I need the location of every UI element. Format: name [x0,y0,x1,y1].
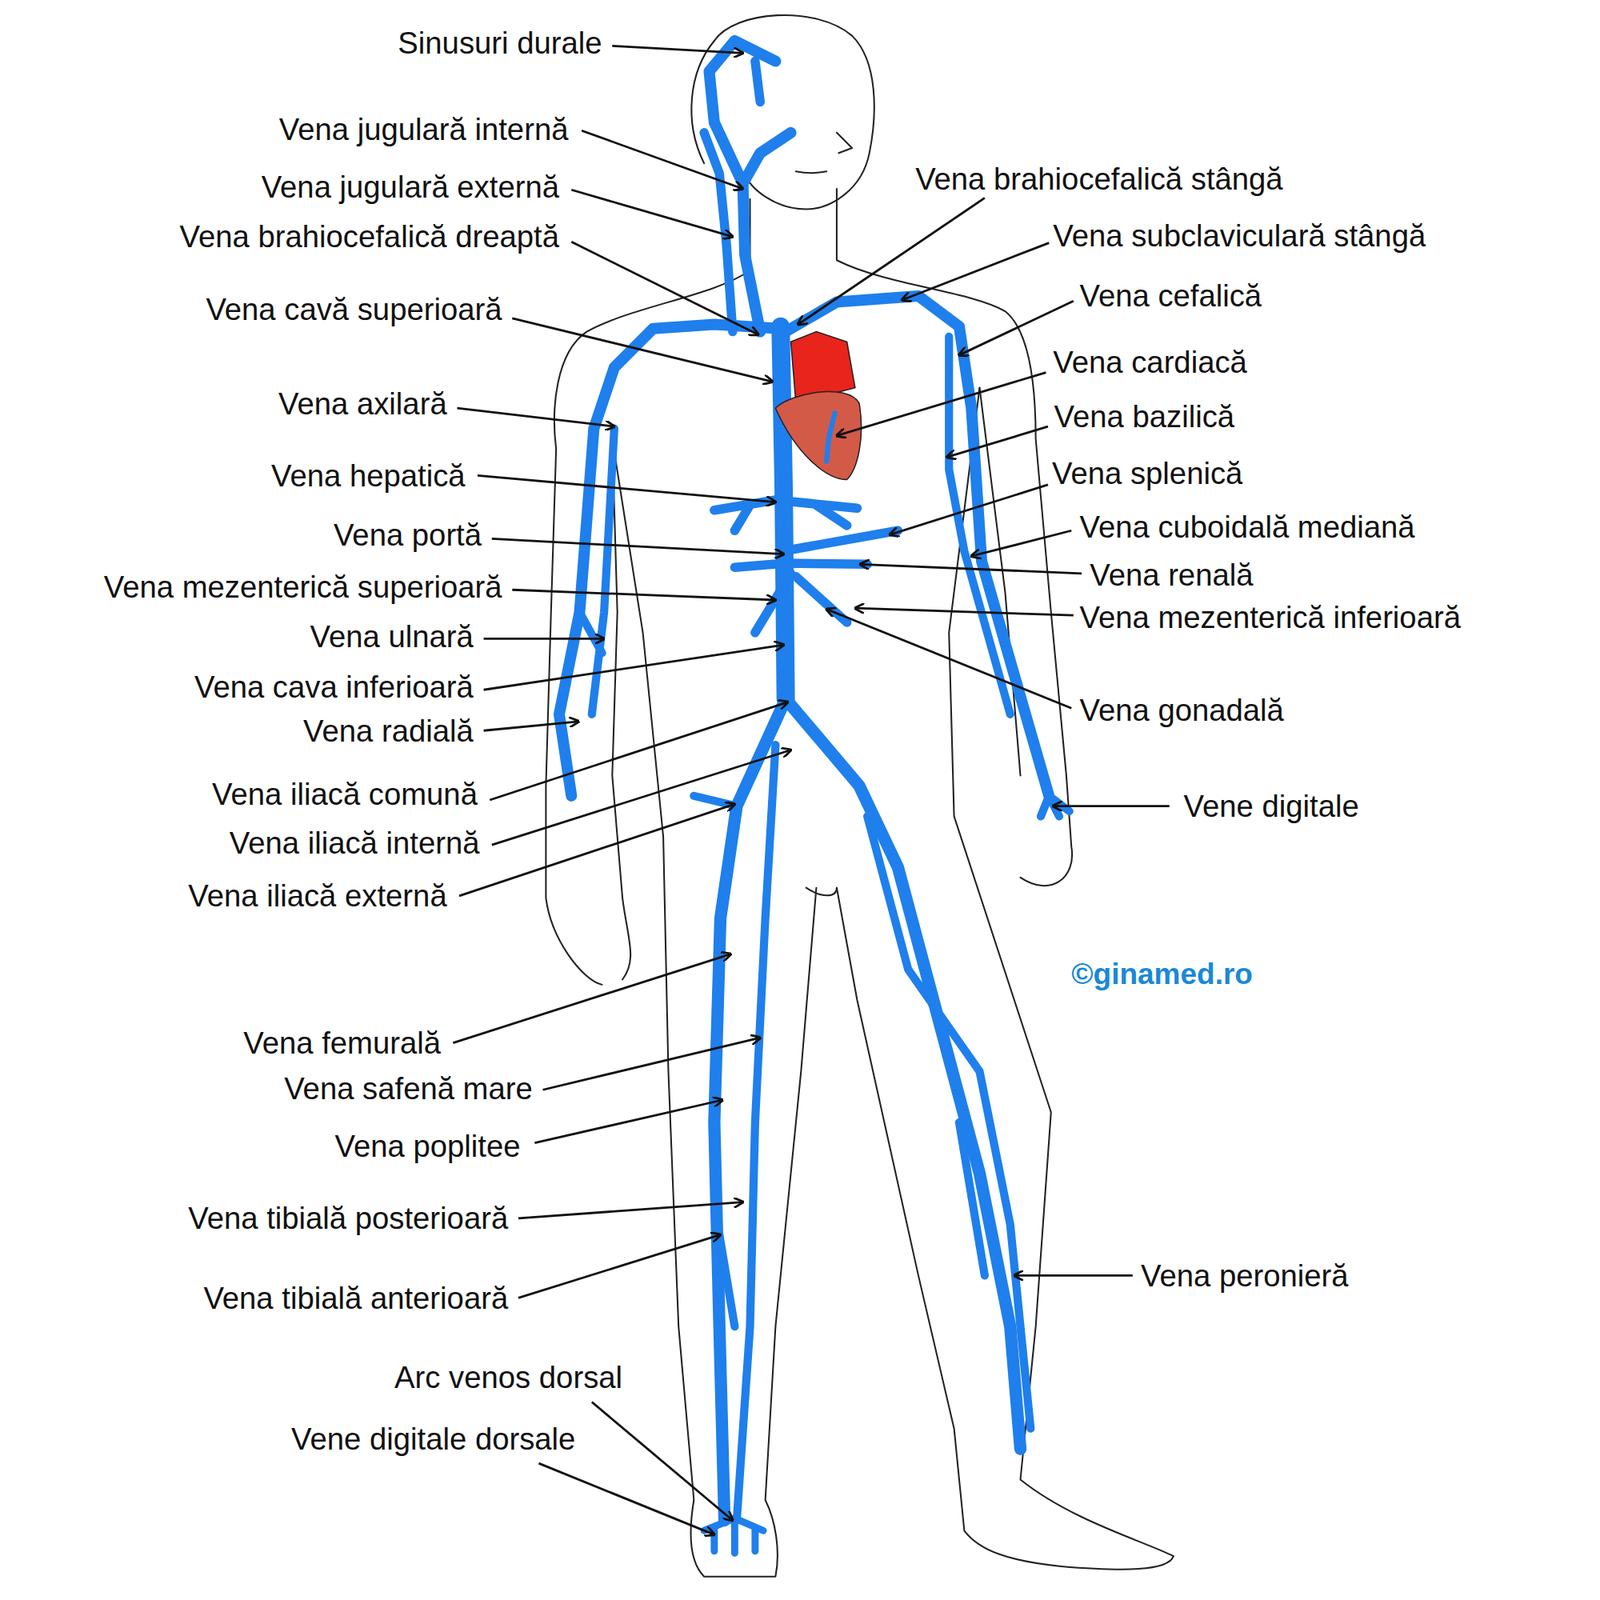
vein-label: Vena radială [303,713,474,748]
vein-label: Vena tibială anterioară [203,1280,508,1315]
vein-label: Vena peronieră [1140,1258,1349,1292]
vein-label: Vena cardiacă [1052,345,1248,380]
vein-label: Vena mezenterică superioară [104,569,503,604]
vein-label: Vena cuboidală mediană [1079,509,1415,544]
vein-label: Vena hepatică [271,458,466,492]
vein-label: Vena brahiocefalică dreaptă [180,220,560,254]
vein-label: Vena splenică [1052,456,1243,491]
vein-label: Vena brahiocefalică stângă [915,161,1284,196]
vein-label: Vena tibială posterioară [188,1201,508,1236]
vein-label: Vena mezenterică inferioară [1079,600,1460,635]
vein-label: Vena femurală [243,1026,441,1060]
vein-label: Vena cefalică [1079,279,1262,313]
vein-label: Vena jugulară externă [261,169,560,204]
vein-label: Vena subclaviculară stângă [1052,219,1426,253]
vein-label: Vene digitale dorsale [291,1421,576,1456]
vein-label: Vena cava inferioară [194,669,474,704]
vein-label: Vena iliacă internă [229,826,480,860]
vein-label: Vene digitale [1184,789,1360,824]
watermark: ©ginamed.ro [1071,958,1253,992]
vein-label: Vena bazilică [1054,399,1236,433]
vein-label: Sinusuri durale [397,26,602,60]
vein-label: Vena portă [333,517,482,552]
vein-label: Vena safenă mare [284,1072,533,1106]
vein-label: Vena iliacă comună [212,776,478,811]
vein-label: Vena cavă superioară [205,292,502,326]
vein-label: Arc venos dorsal [394,1360,623,1395]
vein-label: Vena gonadală [1079,693,1284,728]
leader-lines [452,45,1169,1535]
heart [775,332,861,480]
vein-label: Vena poplitee [335,1128,521,1163]
vein-label: Vena ulnară [310,620,474,654]
vein-label: Vena renală [1089,557,1253,592]
vein-label: Vena jugulară internă [279,112,569,147]
vein-label: Vena axilară [278,387,448,421]
vein-label: Vena iliacă externă [188,879,447,913]
vein-network [559,40,1070,1553]
